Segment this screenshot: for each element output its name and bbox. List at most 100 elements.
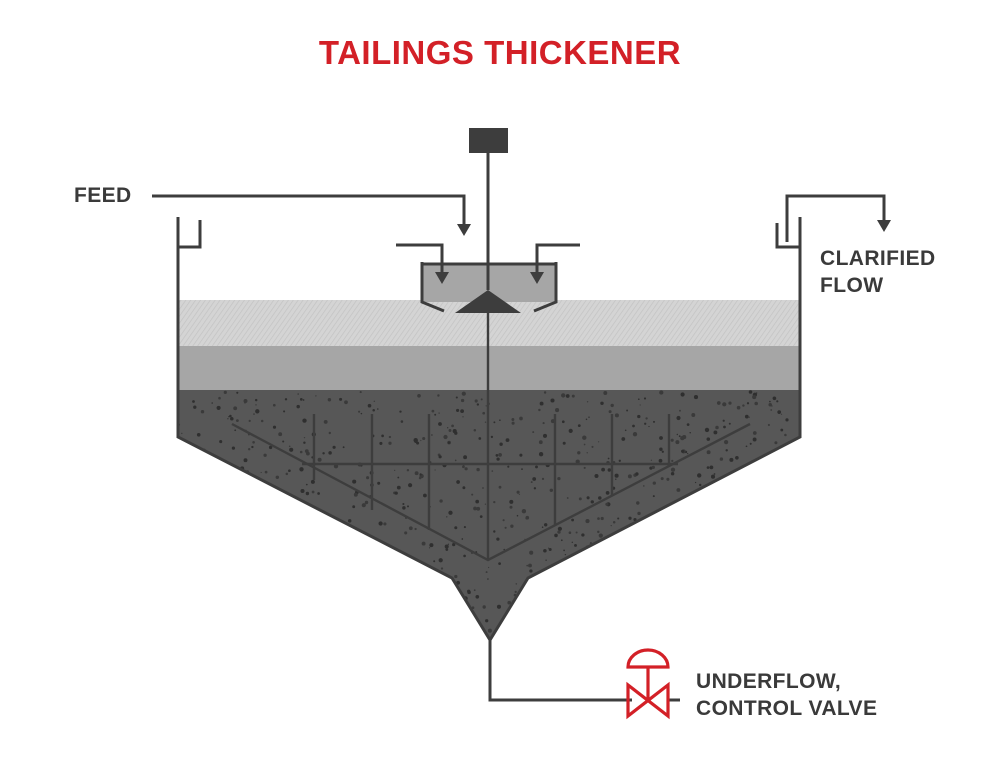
sludge-particle: [275, 574, 278, 577]
sludge-particle: [274, 494, 278, 498]
sludge-particle: [278, 432, 283, 437]
sludge-particle: [341, 535, 344, 538]
sludge-particle: [357, 539, 361, 543]
sludge-particle: [600, 579, 603, 582]
sludge-particle: [293, 630, 297, 634]
sludge-particle: [764, 497, 768, 501]
sludge-particle: [243, 458, 248, 463]
sludge-particle: [264, 637, 267, 640]
sludge-particle: [608, 410, 612, 414]
sludge-particle: [785, 600, 788, 603]
sludge-particle: [475, 594, 480, 599]
underflow-label: UNDERFLOW, CONTROL VALVE: [696, 668, 877, 722]
sludge-particle: [505, 438, 510, 442]
sludge-particle: [485, 619, 489, 623]
sludge-particle: [408, 526, 413, 531]
sludge-particle: [446, 516, 448, 518]
sludge-particle: [218, 548, 221, 551]
sludge-particle: [380, 626, 383, 629]
sludge-particle: [216, 405, 221, 410]
sludge-particle: [595, 593, 600, 598]
sludge-particle: [452, 429, 457, 434]
sludge-particle: [289, 552, 291, 554]
sludge-particle: [251, 512, 253, 514]
sludge-particle: [750, 591, 753, 593]
sludge-particle: [266, 630, 269, 632]
page-title: TAILINGS THICKENER: [318, 34, 682, 71]
sludge-particle: [591, 445, 594, 448]
sludge-particle: [396, 569, 399, 573]
sludge-particle: [178, 572, 180, 575]
sludge-particle: [729, 520, 732, 523]
sludge-particle: [387, 552, 391, 556]
sludge-particle: [594, 473, 599, 479]
sludge-particle: [566, 497, 569, 499]
sludge-particle: [598, 496, 602, 500]
sludge-particle: [739, 503, 744, 508]
sludge-particle: [680, 392, 685, 397]
sludge-particle: [306, 594, 311, 599]
sludge-particle: [655, 628, 660, 633]
sludge-particle: [588, 416, 590, 419]
sludge-particle: [555, 599, 559, 603]
sludge-particle: [464, 467, 468, 471]
sludge-particle: [571, 541, 574, 544]
sludge-particle: [556, 579, 561, 584]
sludge-particle: [484, 421, 487, 423]
sludge-particle: [487, 578, 489, 580]
sludge-particle: [671, 459, 674, 463]
sludge-particle: [585, 418, 588, 421]
sludge-particle: [385, 596, 388, 598]
sludge-particle: [630, 609, 633, 611]
sludge-particle: [565, 564, 570, 569]
sludge-particle: [749, 442, 752, 445]
sludge-particle: [519, 453, 523, 457]
sludge-particle: [278, 594, 283, 598]
sludge-particle: [588, 573, 592, 578]
sludge-particle: [601, 467, 605, 472]
sludge-particle: [560, 539, 563, 542]
sludge-particle: [689, 432, 691, 434]
sludge-particle: [555, 633, 560, 638]
sludge-particle: [435, 628, 440, 633]
sludge-particle: [447, 616, 450, 619]
sludge-particle: [388, 576, 392, 580]
sludge-particle: [568, 428, 573, 433]
sludge-particle: [514, 590, 517, 594]
sludge-particle: [774, 441, 778, 445]
sludge-particle: [267, 533, 269, 535]
sludge-particle: [434, 584, 437, 587]
sludge-particle: [682, 580, 687, 585]
sludge-particle: [752, 437, 757, 442]
sludge-particle: [313, 549, 317, 553]
sludge-particle: [693, 395, 699, 400]
sludge-particle: [306, 451, 310, 456]
sludge-particle: [186, 620, 191, 625]
sludge-particle: [456, 408, 460, 412]
sludge-particle: [330, 553, 332, 556]
sludge-particle: [678, 435, 681, 438]
sludge-particle: [282, 607, 287, 612]
sludge-particle: [676, 433, 678, 436]
sludge-particle: [482, 605, 486, 609]
sludge-particle: [613, 572, 617, 576]
feed-label-text: FEED: [74, 184, 132, 207]
sludge-particle: [516, 514, 519, 517]
sludge-particle: [583, 466, 586, 469]
sludge-particle: [388, 441, 392, 445]
sludge-particle: [573, 620, 575, 622]
sludge-particle: [725, 449, 728, 452]
sludge-particle: [542, 422, 545, 425]
sludge-particle: [296, 404, 300, 409]
sludge-particle: [725, 603, 730, 608]
sludge-particle: [614, 473, 619, 478]
sludge-particle: [487, 566, 490, 569]
sludge-particle: [438, 455, 442, 459]
sludge-particle: [324, 628, 329, 633]
sludge-particle: [617, 517, 620, 520]
sludge-particle: [504, 526, 507, 529]
sludge-particle: [445, 548, 449, 551]
control-valve-icon: [626, 648, 670, 720]
sludge-particle: [598, 533, 603, 538]
